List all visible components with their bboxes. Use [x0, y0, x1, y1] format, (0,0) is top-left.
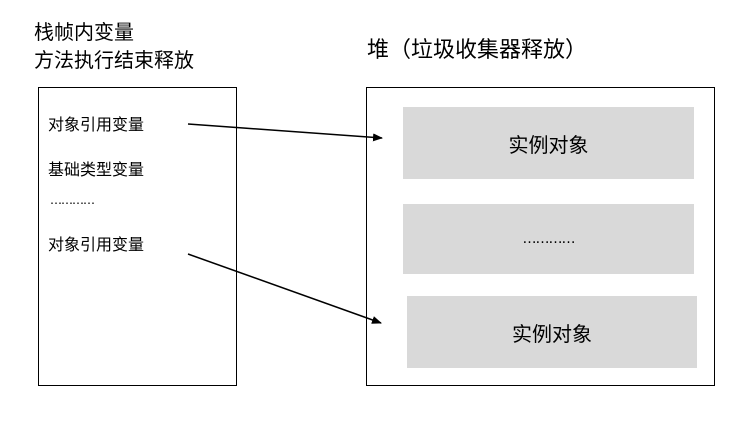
stack-item-primitive: 基础类型变量: [48, 160, 145, 179]
heap-title: 堆（垃圾收集器释放）: [367, 38, 588, 63]
stack-title-line-2: 方法执行结束释放: [34, 48, 194, 72]
heap-cell-ellipsis-label: …………: [522, 231, 576, 247]
stack-item-reference-1: 对象引用变量: [48, 115, 145, 134]
stack-item-ellipsis: …………: [50, 193, 95, 207]
heap-box: [366, 87, 715, 386]
stack-frame-box: [38, 87, 237, 386]
arrow-reference-1: [187, 123, 383, 142]
heap-cell-instance-2: 实例对象: [407, 296, 697, 368]
stack-title-line-1: 栈帧内变量: [34, 20, 134, 44]
heap-cell-ellipsis: …………: [403, 204, 694, 274]
heap-cell-instance-1: 实例对象: [403, 107, 694, 179]
heap-cell-instance-2-label: 实例对象: [512, 321, 592, 346]
arrow-reference-2: [187, 253, 382, 324]
stack-item-reference-2: 对象引用变量: [48, 235, 145, 254]
heap-cell-instance-1-label: 实例对象: [508, 132, 589, 157]
stack-title: 栈帧内变量 方法执行结束释放: [34, 18, 194, 74]
